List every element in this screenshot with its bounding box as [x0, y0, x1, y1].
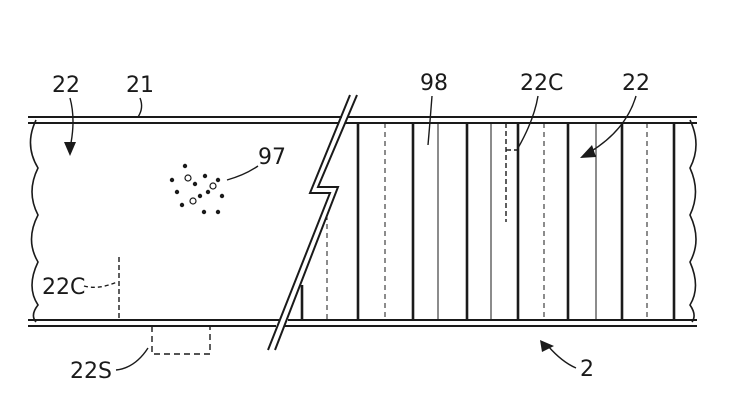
leader-22c-upper [517, 95, 539, 149]
label-97: 97 [258, 145, 286, 170]
label-22-left: 22 [52, 73, 80, 98]
label-98: 98 [420, 71, 448, 96]
particle-hollow [209, 182, 217, 190]
hidden-lines [326, 123, 648, 320]
particle [197, 193, 203, 199]
channel-wall-companions [437, 123, 597, 320]
left-break-line [29, 119, 39, 323]
particle [174, 189, 180, 195]
particle [219, 193, 225, 199]
leader-98 [427, 95, 433, 146]
particle [202, 173, 208, 179]
particle [201, 209, 207, 215]
particle-hollow [189, 197, 197, 205]
particle [215, 209, 221, 215]
arrowheads [64, 142, 596, 352]
label-22s: 22S [70, 359, 112, 384]
particle [179, 202, 185, 208]
segment-box [151, 326, 211, 355]
arrowhead-2 [540, 340, 554, 352]
label-21: 21 [126, 73, 154, 98]
leader-22c-lower [83, 281, 118, 289]
particle-hollow [184, 174, 192, 182]
label-22c-lower: 22C [42, 275, 85, 300]
particle [215, 177, 221, 183]
arrowhead-22-left [64, 142, 76, 156]
particle [205, 189, 211, 195]
right-break-line [689, 119, 697, 323]
particle [182, 163, 188, 169]
label-22-right: 22 [622, 71, 650, 96]
label-2: 2 [580, 357, 594, 382]
leader-21 [137, 97, 143, 118]
leader-lines [69, 95, 637, 371]
channel-walls [300, 123, 676, 320]
z-break-back [274, 94, 358, 351]
comb-upper [505, 123, 522, 222]
arrowhead-22-right [580, 145, 596, 158]
label-22c-upper: 22C [520, 71, 563, 96]
particle [169, 177, 175, 183]
leader-2 [547, 345, 577, 369]
leader-22s [115, 347, 149, 371]
z-break-front [267, 94, 351, 351]
leader-22-right [589, 95, 637, 153]
particle [192, 181, 198, 187]
leader-97 [226, 165, 259, 181]
particle-cluster [169, 163, 225, 215]
